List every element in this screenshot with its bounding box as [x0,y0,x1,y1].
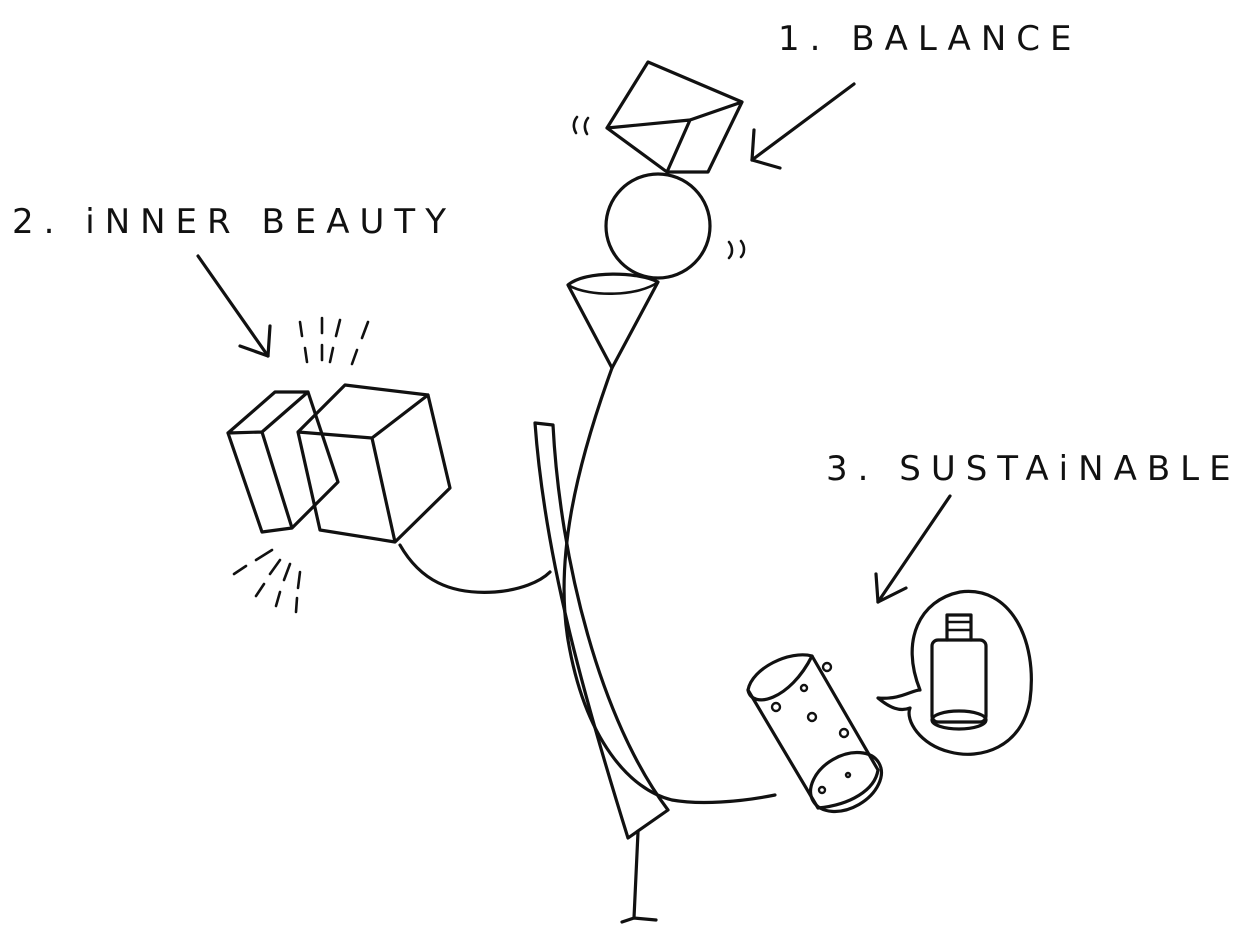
bottle-icon [930,613,988,731]
sparkle-bottom-icon [232,548,302,614]
cork-icon [746,653,883,814]
line-drawing [196,60,1033,924]
back-curve [562,366,674,802]
label-balance: 1. BALANCE [778,19,1082,59]
label-sustainable: 3. SUSTAiNABLE [826,449,1241,489]
standing-leg [620,830,658,924]
slab-left-icon [226,390,340,534]
torso-spike [533,421,670,840]
wobble-mark-right [727,239,746,260]
wobble-mark-left [572,115,590,136]
right-arm [670,793,777,805]
arrow-sustainable-icon [874,494,952,604]
balance-stack [566,60,746,370]
illustration-canvas: 1. BALANCE 2. iNNER BEAUTY 3. SUSTAiNABL… [12,19,1231,924]
arrow-inner-beauty-icon [196,254,272,358]
label-inner-beauty: 2. iNNER BEAUTY [12,202,456,242]
thought-bubble [876,589,1033,756]
sparkle-top-icon [298,316,370,366]
inner-beauty-cubes [226,316,452,614]
left-arm [398,543,552,594]
sphere-shape [604,172,712,280]
figure-body [398,366,777,924]
big-cube-icon [296,383,452,544]
arrow-balance-icon [750,82,856,170]
balance-cube-icon [605,60,744,174]
